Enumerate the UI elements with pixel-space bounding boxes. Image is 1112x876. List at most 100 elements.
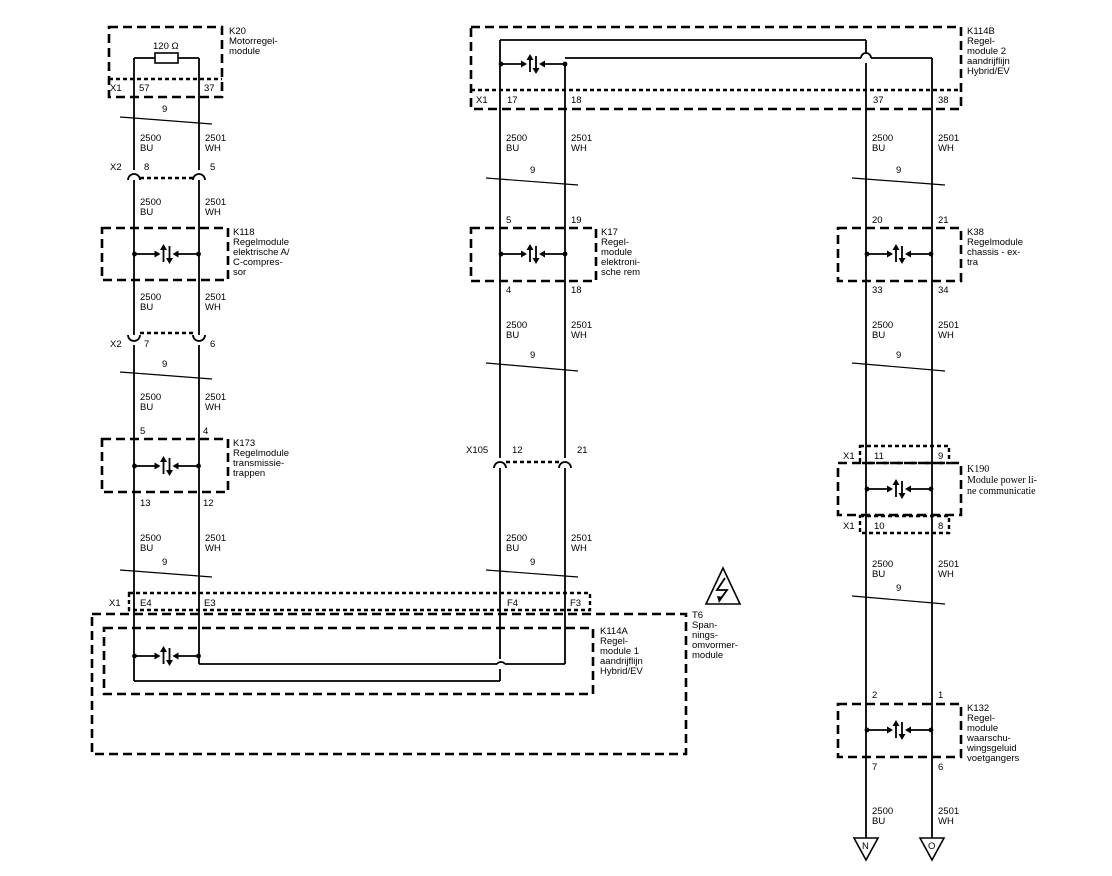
module-k132-label-1: Regel-: [967, 713, 995, 724]
wire-wh-num-c1: 2501: [938, 133, 959, 144]
wire-labels-a1: 2500 BU 2501 WH: [140, 133, 226, 154]
wire-bu-num-a4: 2500: [140, 392, 161, 403]
wire-wh-color-b2: WH: [571, 330, 587, 341]
wire-wh-color-c3: WH: [938, 569, 954, 580]
column-a-wires: [133, 58, 500, 682]
wire-bu-color-b2: BU: [506, 330, 519, 341]
wire-labels-a4: 2500 BU 2501 WH: [140, 392, 226, 413]
wire-bu-num-b3: 2500: [506, 533, 527, 544]
reference-n-label: N: [862, 841, 869, 852]
module-t6-label-1: Span-: [692, 620, 717, 631]
connector-x2-upper: X2 8 5: [110, 162, 215, 181]
twist-count-b3: 9: [530, 557, 535, 568]
module-k132-label-2: module: [967, 723, 998, 734]
wire-wh-num-a4: 2501: [205, 392, 226, 403]
module-t6-id: T6: [692, 610, 703, 621]
module-k114b-label-2: module 2: [967, 46, 1006, 57]
pin-33: 33: [872, 285, 883, 296]
pin-37-k114b: 37: [873, 95, 884, 106]
module-k132-label-4: wingsgeluid: [966, 743, 1017, 754]
wire-bu-num-b2: 2500: [506, 320, 527, 331]
module-k17-label-1: Regel-: [601, 237, 629, 248]
module-k118-label-4: sor: [233, 267, 246, 278]
connector-x2-lower: X2 7 6: [110, 331, 215, 350]
wire-labels-a2: 2500 BU 2501 WH: [140, 197, 226, 218]
pin-5-k17: 5: [506, 215, 511, 226]
module-k173-id: K173: [233, 438, 255, 449]
twist-a2: 9: [119, 359, 213, 380]
twist-a1: 9: [119, 104, 213, 125]
wire-wh-color-a4: WH: [205, 402, 221, 413]
pin-e4: E4: [140, 598, 152, 609]
module-k20: 120 Ω K20 Motorregel- module X1 57 37: [107, 25, 278, 99]
pin-20: 20: [872, 215, 883, 226]
wire-bu-color-c3: BU: [872, 569, 885, 580]
resistor: [154, 52, 179, 64]
module-k173-label-1: Regelmodule: [233, 448, 289, 459]
wire-labels-b2: 2500 BU 2501 WH: [506, 320, 592, 341]
pin-18: 18: [571, 95, 582, 106]
high-voltage-warning-icon: [704, 566, 742, 605]
can-bus-arrows-k38: [863, 243, 935, 265]
module-k132-label-5: voetgangers: [967, 753, 1020, 764]
pin-12-k173: 12: [203, 498, 214, 509]
module-k114a-label-4: Hybrid/EV: [600, 666, 643, 677]
pin-e3: E3: [204, 598, 216, 609]
connector-x1-bottom-label: X1: [109, 598, 121, 609]
wire-bu-color-a1: BU: [140, 143, 153, 154]
wire-bu-color-c2: BU: [872, 330, 885, 341]
can-bus-arrows-k114b: [497, 53, 569, 75]
twist-count-c1: 9: [896, 165, 901, 176]
module-k190-id: K190: [967, 464, 989, 475]
module-k20-id: K20: [229, 26, 246, 37]
module-k132-id: K132: [967, 703, 989, 714]
pin-5-k173: 5: [140, 426, 145, 437]
wire-labels-a3: 2500 BU 2501 WH: [140, 292, 226, 313]
wire-wh-color-a2: WH: [205, 207, 221, 218]
module-k38-label-1: Regelmodule: [967, 237, 1023, 248]
twist-count-c3: 9: [896, 583, 901, 594]
wire-wh-num-b1: 2501: [571, 133, 592, 144]
connector-x2-upper-label: X2: [110, 162, 122, 173]
can-bus-arrows-k132: [863, 719, 935, 741]
connector-x1-k20: X1: [110, 83, 122, 94]
connector-x1-bottom: X1 E4 E3 F4 F3: [109, 591, 592, 612]
pin-1: 1: [938, 690, 943, 701]
wire-bu-color-b1: BU: [506, 143, 519, 154]
module-k118: K118 Regelmodule elektrische A/ C-compre…: [100, 226, 290, 282]
module-t6-label-2: nings-: [692, 630, 718, 641]
pin-f3: F3: [570, 598, 581, 609]
module-k114a-label-1: Regel-: [600, 636, 628, 647]
module-k118-id: K118: [233, 227, 254, 238]
wire-bu-color-b3: BU: [506, 543, 519, 554]
pin-12-x105: 12: [512, 445, 523, 456]
twist-c2: 9: [851, 350, 946, 372]
module-k190-label-1: Module power li-: [967, 475, 1037, 486]
reference-o-label: O: [928, 841, 935, 852]
pin-57: 57: [139, 83, 150, 94]
wire-wh-color-a3: WH: [205, 302, 221, 313]
module-k17: 5 19 K17 Regel- module elektroni- sche r…: [469, 215, 640, 296]
module-k17-label-2: module: [601, 247, 632, 258]
twist-b3: 9: [485, 557, 579, 578]
pin-17: 17: [507, 95, 518, 106]
pin-18-k17: 18: [571, 285, 582, 296]
module-k114a-label-3: aandrijflijn: [600, 656, 643, 667]
pin-34: 34: [938, 285, 949, 296]
wire-wh-color-c1: WH: [938, 143, 954, 154]
module-k17-label-4: sche rem: [601, 267, 640, 278]
module-k114a: K114A Regel- module 1 aandrijflijn Hybri…: [102, 626, 643, 696]
pin-4-k17: 4: [506, 285, 511, 296]
wire-bu-color-c1: BU: [872, 143, 885, 154]
module-k114b-id: K114B: [967, 26, 995, 37]
wire-wh-color-c2: WH: [938, 330, 954, 341]
module-k20-label-2: module: [229, 46, 260, 57]
module-k114b-label-3: aandrijflijn: [967, 56, 1010, 67]
twist-c3: 9: [851, 583, 946, 605]
module-k17-label-3: elektroni-: [601, 257, 640, 268]
module-t6: T6 Span- nings- omvormer- module: [90, 566, 742, 756]
module-k114a-label-2: module 1: [600, 646, 639, 657]
can-bus-arrows-k173: [131, 455, 202, 477]
connector-x105-label: X105: [466, 445, 488, 456]
